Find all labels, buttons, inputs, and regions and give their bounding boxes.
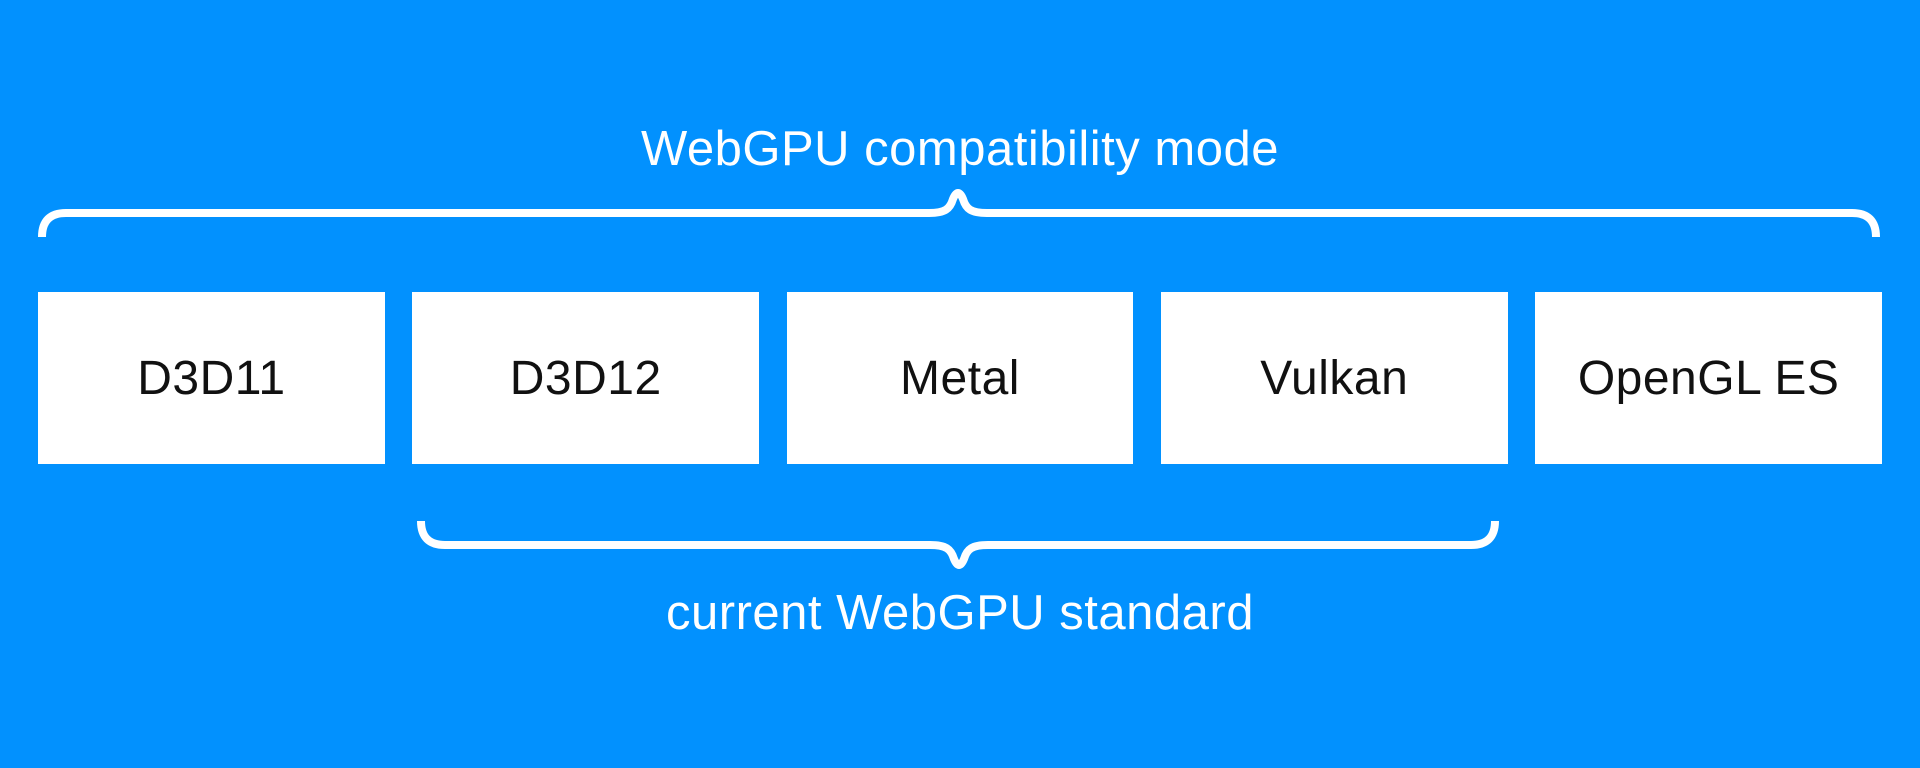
backend-box-vulkan: Vulkan [1160, 292, 1508, 464]
backend-box-label: D3D11 [137, 351, 286, 405]
backend-box-label: Metal [900, 351, 1020, 405]
backend-box-d3d12: D3D12 [412, 292, 760, 464]
backend-box-opengl-es: OpenGL ES [1535, 292, 1882, 464]
backend-box-label: Vulkan [1260, 351, 1409, 405]
top-brace-icon [38, 189, 1880, 238]
backend-box-metal: Metal [786, 292, 1134, 464]
backend-box-label: D3D12 [509, 351, 662, 405]
bottom-brace-icon [417, 520, 1499, 569]
backend-box-label: OpenGL ES [1577, 351, 1840, 405]
top-brace-label: WebGPU compatibility mode [641, 122, 1279, 176]
bottom-brace-label: current WebGPU standard [666, 586, 1254, 640]
backend-box-d3d11: D3D11 [38, 292, 385, 464]
backend-boxes-row: D3D11 D3D12 Metal Vulkan OpenGL ES [38, 292, 1882, 464]
